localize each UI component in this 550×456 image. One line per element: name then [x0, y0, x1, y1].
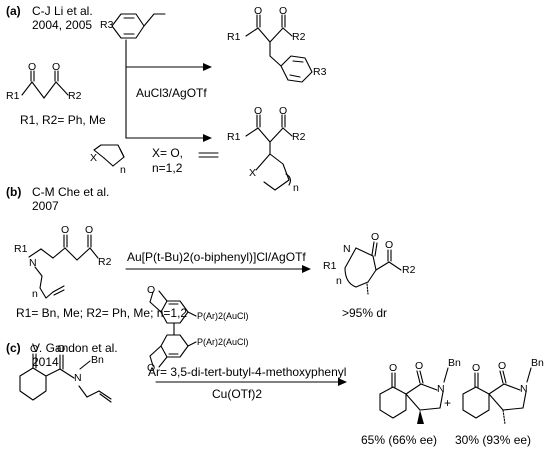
section-b-tag: (b): [6, 185, 22, 199]
label-o: O: [57, 343, 66, 355]
label-n-atom: N: [29, 257, 37, 269]
label-o: O: [85, 224, 94, 236]
ligand-phosphine-top: P(Ar)2(AuCl): [197, 311, 249, 321]
label-n: n: [120, 164, 126, 176]
plus-sign: +: [444, 396, 452, 410]
section-c-year: 2014: [32, 355, 59, 369]
label-r3: R3: [313, 66, 327, 78]
reaction-arrow-c: [155, 378, 347, 386]
label-r3: R3: [100, 19, 114, 31]
product-1-yield: 65% (66% ee): [361, 433, 438, 447]
label-o: O: [52, 61, 61, 73]
ligand-phosphine-bottom: P(Ar)2(AuCl): [197, 337, 249, 347]
section-b-catalyst: Au[P(t-Bu)2(o-biphenyl)]Cl/AgOTf: [127, 250, 306, 264]
label-o: O: [371, 231, 380, 243]
label-n: n: [32, 288, 38, 300]
label-o: O: [147, 362, 156, 374]
section-c-cocatalyst: Cu(OTf)2: [212, 387, 263, 401]
label-o: O: [415, 360, 424, 372]
label-n-atom: N: [343, 243, 351, 255]
amide-substrate-structure: [28, 234, 99, 299]
section-c-tag: (c): [6, 341, 21, 355]
spiro-product-2-structure: [462, 367, 532, 425]
label-o: O: [498, 360, 507, 372]
label-bn: Bn: [448, 357, 461, 369]
section-a-years: 2004, 2005: [32, 18, 93, 32]
section-c-author: V. Gandon et al.: [32, 341, 118, 355]
label-r1: R1: [323, 260, 337, 272]
reaction-arrow-b: [125, 265, 311, 273]
label-r2: R2: [68, 90, 82, 102]
spiro-product-1-structure: [379, 367, 449, 424]
label-n-atom: N: [437, 383, 445, 395]
label-r1: R1: [14, 243, 28, 255]
label-o: O: [385, 239, 394, 251]
ketoamide-substrate-structure: [19, 353, 112, 403]
lactam-product-structure: [344, 241, 402, 295]
section-b-author: C-M Che et al.: [32, 185, 110, 199]
label-o: O: [389, 362, 398, 374]
diketone-structure-a: [21, 70, 69, 99]
section-a-ring-size: n=1,2: [152, 161, 183, 175]
label-o: O: [30, 343, 39, 355]
label-o: O: [254, 105, 263, 117]
ethylene-symbol: [198, 152, 219, 158]
section-a-catalyst: AuCl3/AgOTf: [136, 86, 207, 100]
label-r1: R1: [227, 131, 241, 143]
label-r2: R2: [402, 264, 416, 276]
product-2-yield: 30% (93% ee): [455, 433, 532, 447]
section-a-heteroatom: X= O,: [152, 146, 184, 160]
dihydrofuran-structure: [93, 144, 125, 167]
label-n-atom: N: [74, 372, 82, 384]
reaction-arrows-a: [125, 39, 212, 142]
label-r2: R2: [292, 131, 306, 143]
label-o: O: [472, 362, 481, 374]
section-a-author: C-J Li et al.: [32, 4, 93, 18]
label-o: O: [254, 5, 263, 17]
label-r2: R2: [98, 256, 112, 268]
section-a-substituents: R1, R2= Ph, Me: [20, 113, 106, 127]
section-a-tag: (a): [6, 4, 21, 18]
label-n: n: [293, 182, 299, 194]
label-bn: Bn: [531, 357, 544, 369]
label-n: n: [336, 275, 342, 287]
product-a2-structure: [245, 114, 293, 191]
label-o: O: [61, 224, 70, 236]
ligand-structure: [149, 290, 197, 368]
label-o: O: [279, 105, 288, 117]
section-b-selectivity: >95% dr: [342, 306, 388, 320]
section-c-aryl-definition: Ar= 3,5-di-tert-butyl-4-methoxyphenyl: [148, 365, 347, 379]
label-r1: R1: [6, 90, 20, 102]
section-b-substituents: R1= Bn, Me; R2= Ph, Me; n=1,2: [16, 306, 188, 320]
product-a1-structure: [245, 14, 313, 83]
label-o: O: [147, 284, 156, 296]
label-n-atom: N: [520, 383, 528, 395]
label-r2: R2: [292, 31, 306, 43]
label-r1: R1: [227, 31, 241, 43]
label-bn: Bn: [91, 354, 104, 366]
section-b-year: 2007: [32, 199, 59, 213]
label-o: O: [28, 61, 37, 73]
label-o: O: [279, 5, 288, 17]
label-x: X: [90, 152, 98, 164]
styrene-structure: [111, 13, 166, 39]
label-x: X: [249, 167, 257, 179]
